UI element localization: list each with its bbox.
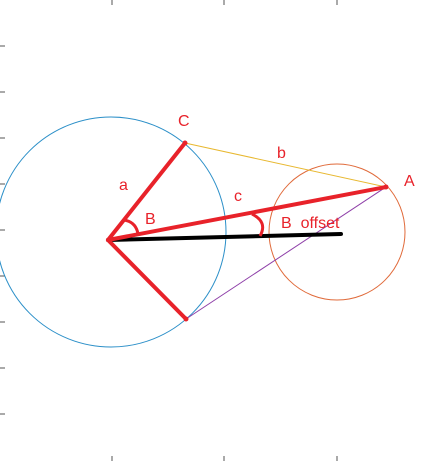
- side-b-yellow-line: [184, 142, 387, 188]
- label-angle-b: B: [145, 211, 156, 228]
- left-axis-ticks: [0, 45, 5, 415]
- purple-tangent-line: [185, 186, 387, 320]
- top-axis-ticks: [111, 0, 338, 5]
- black-reference-line: [106, 232, 343, 242]
- point-c-dot: [182, 140, 188, 146]
- side-a-red-line: [106, 141, 187, 242]
- angle-b-offset-arc: [251, 212, 265, 237]
- angle-b-arc: [123, 218, 140, 235]
- label-b-side: b: [277, 145, 286, 162]
- lower-point-dot: [183, 316, 189, 322]
- label-b-offset: B offset: [281, 215, 340, 232]
- side-c-red-line: [106, 185, 388, 242]
- small-orange-circle: [268, 163, 406, 301]
- label-a-side: a: [119, 177, 128, 194]
- bottom-axis-ticks: [111, 456, 338, 461]
- large-blue-circle: [0, 116, 227, 348]
- lower-red-line: [106, 238, 188, 321]
- label-a-vertex: A: [404, 173, 415, 190]
- label-c-side: c: [234, 188, 242, 205]
- label-c-vertex: C: [178, 113, 190, 130]
- point-a-dot: [383, 184, 389, 190]
